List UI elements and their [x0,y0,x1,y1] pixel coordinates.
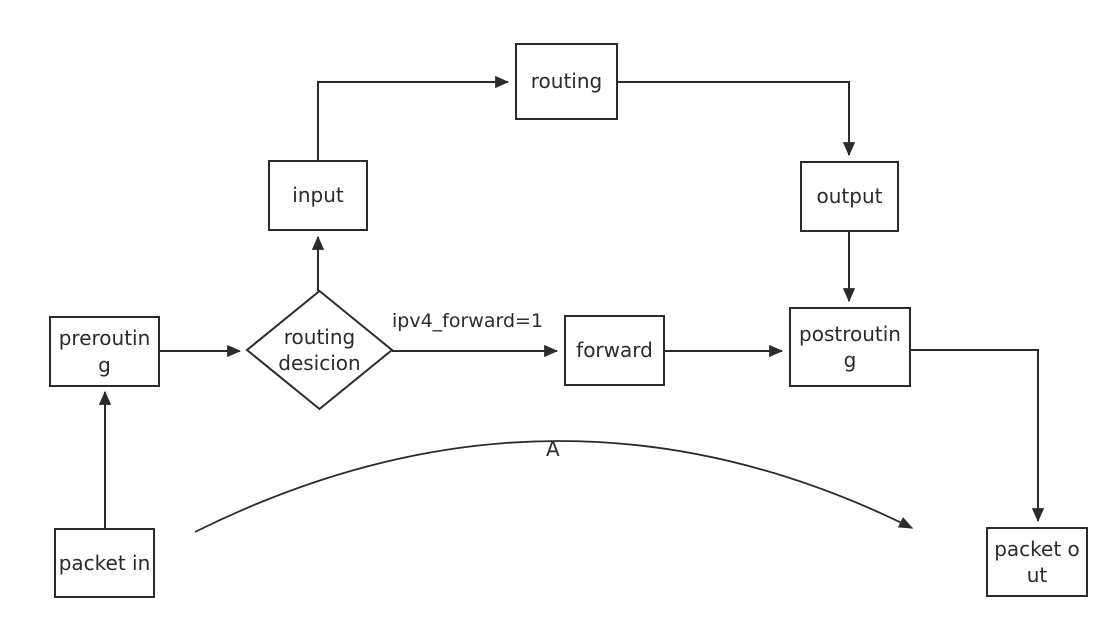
node-packet-in[interactable]: packet in [54,528,155,598]
node-input-label: input [292,183,344,208]
node-packet-in-label: packet in [58,550,151,575]
node-packet-out[interactable]: packet out [986,527,1088,597]
node-routing[interactable]: routing [515,43,618,120]
node-output-label: output [816,184,883,209]
node-prerouting[interactable]: prerouting [49,316,160,387]
node-postrouting-label: postrouting [799,321,901,372]
node-packet-out-label: packet out [994,536,1080,587]
node-routing-label: routing [530,69,603,94]
routing-decision-diamond-shape [245,289,394,411]
edge-routing-to-output [618,81,856,157]
edge-label-curve-a: A [546,437,560,461]
node-forward-label: forward [576,338,653,363]
node-input[interactable]: input [268,160,368,231]
node-forward[interactable]: forward [564,315,665,386]
node-routing-decision-label: routing desicion [278,324,361,375]
node-postrouting[interactable]: postrouting [789,307,911,387]
edge-postrouting-to-packet-out [911,349,1045,523]
node-prerouting-label: prerouting [58,326,151,377]
edge-input-to-routing [317,75,510,160]
node-routing-decision[interactable]: routing desicion [247,291,392,409]
edge-label-ipv4-forward: ipv4_forward=1 [392,310,544,332]
node-output[interactable]: output [800,161,899,232]
edge-curve-a [194,440,914,533]
